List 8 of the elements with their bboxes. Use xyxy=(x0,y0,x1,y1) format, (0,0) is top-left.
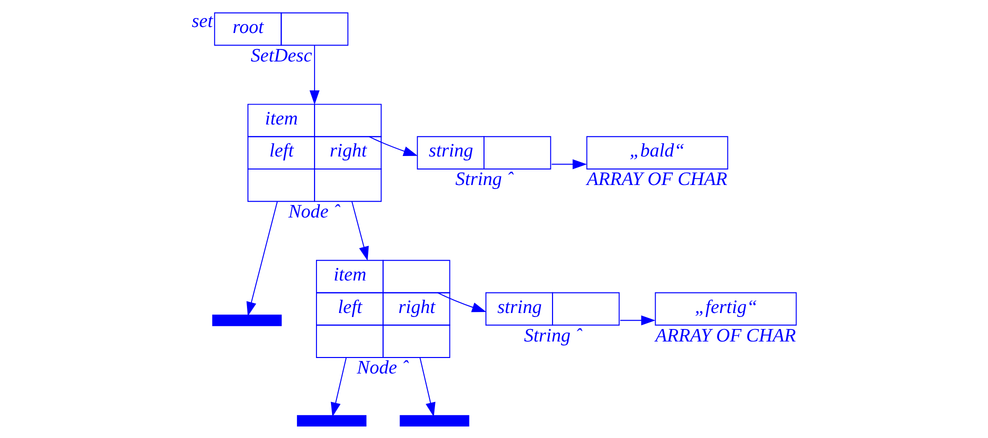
node-label: ARRAY OF CHAR xyxy=(586,169,728,190)
node-label: String ˆ xyxy=(524,325,582,346)
node-label: String ˆ xyxy=(455,169,514,190)
node-label: SetDesc xyxy=(250,45,312,66)
node-label: Node ˆ xyxy=(288,202,340,223)
node-label: Node ˆ xyxy=(356,358,408,379)
node-label: set xyxy=(192,11,213,32)
node-label: ARRAY OF CHAR xyxy=(655,325,796,346)
